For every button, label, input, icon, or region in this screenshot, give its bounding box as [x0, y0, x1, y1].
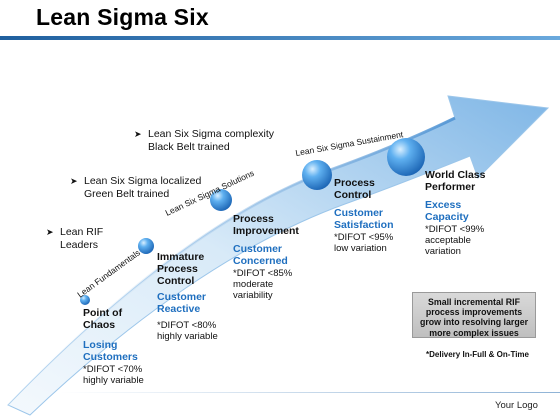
stage-sphere-3 [210, 189, 232, 211]
stage-difot-note: *DIFOT <80%highly variable [157, 320, 218, 342]
stage-sphere-1 [80, 295, 90, 305]
logo-placeholder: Your Logo [495, 400, 538, 411]
stage-sphere-4 [302, 160, 332, 190]
footnote: *Delivery In-Full & On-Time [426, 350, 529, 359]
title-underline [0, 36, 560, 40]
stage-difot-note: *DIFOT <95%low variation [334, 232, 394, 254]
callout-box: Small incremental RIF process improvemen… [412, 292, 536, 338]
bullet-arrow-icon: ➤ [46, 227, 54, 237]
bullet-arrow-icon: ➤ [70, 176, 78, 186]
bullet-arrow-icon: ➤ [134, 129, 142, 139]
stage-sphere-5 [387, 138, 425, 176]
stage-sphere-2 [138, 238, 154, 254]
page-title: Lean Sigma Six [36, 4, 209, 30]
footer-divider [60, 392, 560, 393]
stage-difot-note: *DIFOT <70%highly variable [83, 364, 144, 386]
